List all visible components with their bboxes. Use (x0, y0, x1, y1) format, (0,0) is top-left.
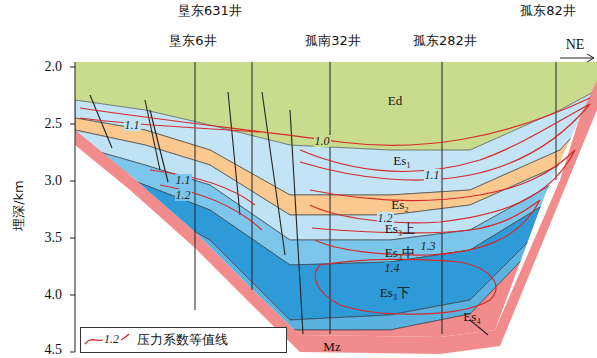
axis-tick (70, 238, 75, 239)
depth-axis (75, 62, 76, 352)
contour-value: 1.3 (420, 240, 437, 252)
fault-line (290, 110, 303, 334)
direction-arrow (560, 58, 594, 59)
contour-value: 1.2 (103, 333, 120, 345)
pressure-contour (310, 150, 575, 223)
pressure-contour (160, 185, 262, 230)
pressure-contour (312, 200, 540, 255)
pressure-contour (150, 170, 255, 205)
strata-name: Ed (388, 94, 402, 107)
contour-value: 1.0 (314, 135, 331, 147)
direction-arrow-head (587, 54, 594, 62)
axis-tick (70, 295, 75, 296)
axis-label: 4.5 (45, 343, 63, 357)
well-line (330, 62, 331, 334)
contour-value: 1.1 (124, 119, 141, 131)
axis-tick (70, 181, 75, 182)
axis-label: 3.0 (45, 174, 63, 188)
well-line (252, 62, 253, 290)
axis-label: 4.0 (45, 288, 63, 302)
well-name: 垦东6井 (169, 34, 216, 47)
fault-line (228, 92, 240, 215)
strata-name: Es₂ (391, 198, 409, 211)
strata-name: Es₃中 (385, 246, 416, 259)
legend-text: 压力系数等值线 (137, 333, 228, 346)
contour-value: 1.1 (424, 169, 441, 181)
well-name: 孤南32井 (305, 34, 361, 47)
axis-tick (70, 67, 75, 68)
basement (75, 62, 597, 354)
pressure-contour (315, 259, 496, 314)
axis-label: 埋深/km (12, 180, 25, 231)
legend-line (85, 334, 129, 344)
well-name: 孤东282井 (413, 34, 477, 47)
well-line (195, 62, 196, 310)
well-line (442, 62, 443, 334)
strata-name: Mz (323, 340, 340, 353)
axis-tick (70, 352, 75, 353)
strata-name: Es₃下 (380, 286, 411, 299)
pressure-contour (300, 104, 590, 180)
axis-label: 2.0 (45, 60, 63, 74)
pressure-contour (80, 118, 260, 132)
strata-name: Es₁ (393, 154, 411, 167)
fault-line (145, 100, 160, 170)
fault-line (262, 92, 285, 255)
well-line (556, 62, 557, 180)
well-name: NE (566, 38, 585, 52)
contour-value: 1.2 (175, 189, 192, 201)
contour-value: 1.2 (377, 212, 394, 224)
contour-value: 1.1 (175, 174, 192, 186)
axis-tick (70, 124, 75, 125)
well-name: 孤东82井 (520, 4, 576, 17)
contour-value: 1.4 (384, 262, 401, 274)
axis-label: 2.5 (45, 117, 63, 131)
strata-layer (75, 140, 597, 320)
pressure-contour (80, 98, 590, 145)
axis-label: 3.5 (45, 231, 63, 245)
strata-layer (75, 150, 597, 330)
well-name: 垦东631井 (178, 4, 242, 17)
legend-box: 1.2 压力系数等值线 (80, 327, 287, 353)
strata-name: Es₄ (463, 310, 481, 323)
